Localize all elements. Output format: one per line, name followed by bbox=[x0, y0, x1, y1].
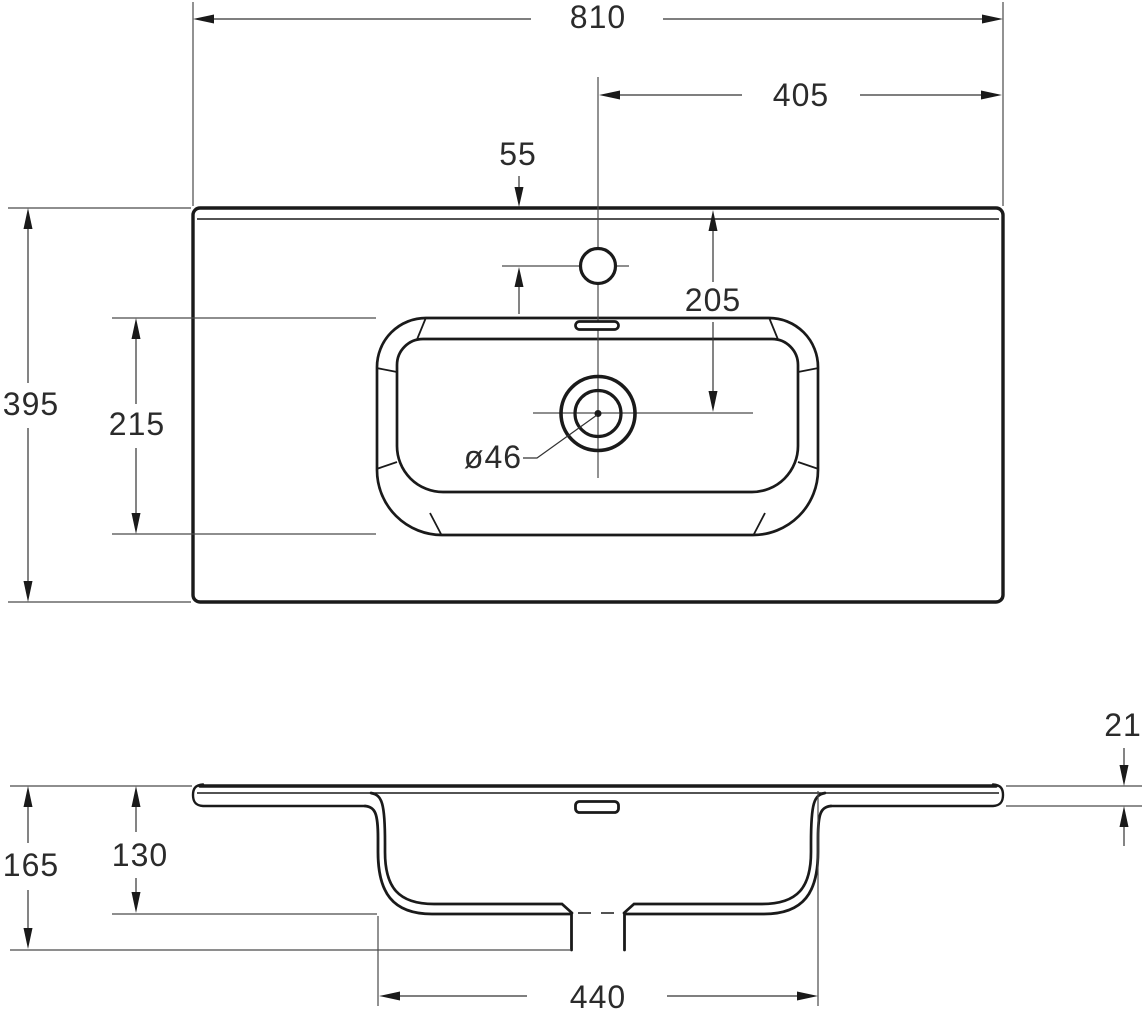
arrow-440-right bbox=[797, 991, 818, 1001]
drain-outer-circle bbox=[559, 374, 637, 453]
basin-corner-ticks bbox=[376, 317, 819, 536]
bowl-inner-wall-left bbox=[369, 791, 574, 915]
dim-label-165: 165 bbox=[3, 847, 59, 883]
basin-inner-bowl bbox=[395, 337, 800, 494]
overflow-slot-front bbox=[574, 800, 620, 814]
arrow-21-up bbox=[1119, 806, 1129, 827]
faucet-hole bbox=[578, 246, 618, 286]
arrow-215-up bbox=[131, 318, 141, 339]
callout-drain-diameter: ø46 bbox=[464, 414, 598, 475]
dimension-395: 395 bbox=[3, 208, 59, 602]
dim-label-55: 55 bbox=[499, 136, 537, 172]
arrow-205-down bbox=[708, 391, 718, 412]
arrow-405-left bbox=[599, 90, 620, 100]
tick-top-left-a bbox=[416, 317, 427, 340]
bowl-outer-wall-left bbox=[363, 804, 572, 916]
tick-bottom-right-a bbox=[752, 512, 766, 536]
dimension-55: 55 bbox=[499, 136, 537, 314]
tick-bottom-left-a bbox=[429, 512, 443, 536]
drain-inner-circle bbox=[573, 388, 623, 439]
arrow-395-up bbox=[23, 208, 33, 229]
dimension-21: 21 bbox=[1104, 707, 1142, 846]
arrow-130-down bbox=[131, 892, 141, 913]
leader-line-drain bbox=[523, 414, 598, 459]
dim-label-405: 405 bbox=[773, 77, 829, 113]
dimension-810: 810 bbox=[193, 0, 1003, 35]
arrow-395-down bbox=[23, 581, 33, 602]
plan-view: 810 405 55 395 215 bbox=[3, 0, 1005, 604]
tick-bottom-right-b bbox=[797, 461, 819, 470]
dimension-205: 205 bbox=[685, 210, 741, 412]
dim-label-21: 21 bbox=[1104, 707, 1142, 743]
arrow-205-up bbox=[708, 210, 718, 231]
tick-top-right-b bbox=[797, 367, 819, 373]
tick-top-left-b bbox=[376, 367, 398, 373]
overflow-slot-plan bbox=[574, 320, 620, 331]
arrow-810-left bbox=[193, 14, 214, 24]
arrow-810-right bbox=[982, 14, 1003, 24]
dimension-440: 440 bbox=[379, 979, 818, 1015]
bowl-outer-wall-right bbox=[624, 804, 833, 916]
arrow-55-up bbox=[514, 267, 524, 287]
tick-bottom-left-b bbox=[376, 461, 398, 470]
dimension-165: 165 bbox=[3, 786, 59, 949]
dim-label-130: 130 bbox=[112, 837, 168, 873]
slab-left-cap bbox=[191, 783, 367, 808]
arrow-165-down bbox=[23, 928, 33, 949]
dim-label-440: 440 bbox=[570, 979, 626, 1015]
dimension-215: 215 bbox=[109, 318, 165, 534]
arrow-165-up bbox=[23, 786, 33, 807]
dimension-130: 130 bbox=[112, 786, 168, 913]
slab-right-cap bbox=[829, 783, 1005, 808]
arrow-440-left bbox=[379, 991, 400, 1001]
arrow-130-up bbox=[131, 786, 141, 807]
arrow-215-down bbox=[131, 513, 141, 534]
basin-outer-rim bbox=[375, 316, 820, 537]
tick-top-right-a bbox=[768, 317, 779, 340]
dim-label-drain-diameter: ø46 bbox=[464, 439, 522, 475]
dim-label-810: 810 bbox=[570, 0, 626, 35]
dim-label-205: 205 bbox=[685, 282, 741, 318]
front-view: 165 130 21 440 bbox=[3, 707, 1142, 1015]
arrow-55-down bbox=[514, 187, 524, 207]
arrow-21-down bbox=[1119, 765, 1129, 786]
arrow-405-right bbox=[981, 90, 1002, 100]
bowl-inner-wall-right bbox=[622, 791, 827, 915]
dim-label-395: 395 bbox=[3, 386, 59, 422]
dim-label-215: 215 bbox=[109, 406, 165, 442]
dimension-405: 405 bbox=[599, 77, 1002, 113]
